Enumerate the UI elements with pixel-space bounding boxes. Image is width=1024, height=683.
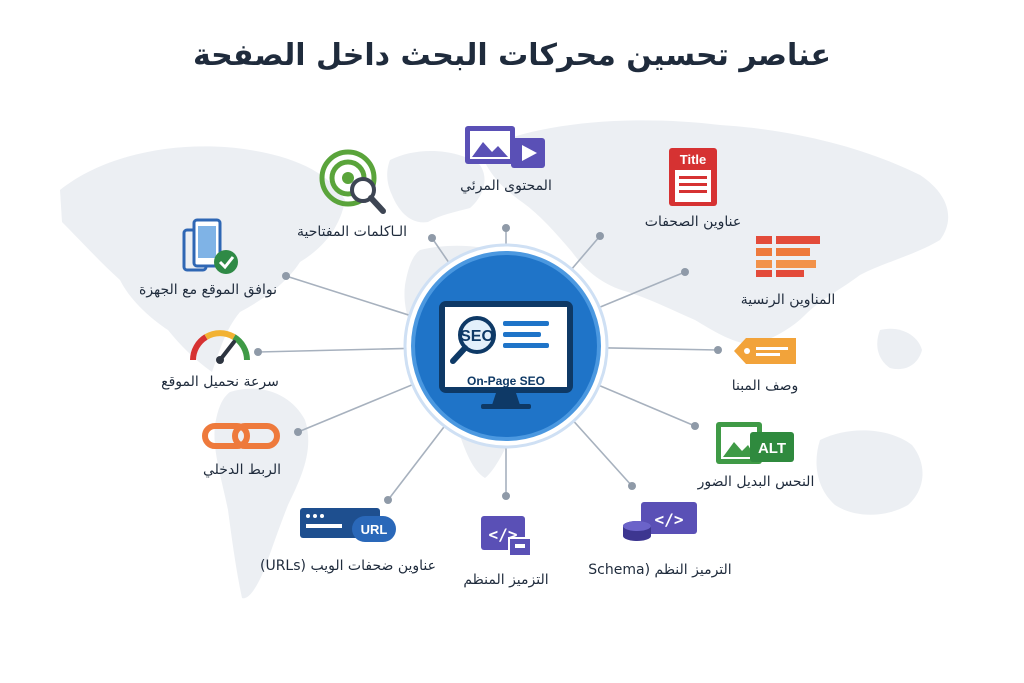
node-mobile: نوافق الموقع مع الجهزة — [118, 216, 298, 298]
target-search-icon — [319, 149, 386, 214]
node-structured-label: التزميز المنظم — [463, 572, 549, 588]
url-icon-text: URL — [361, 522, 388, 537]
page-title: عناصر تحسين محركات البحث داخل الصفحة — [192, 38, 831, 73]
node-links-label: الربط الدخلي — [203, 462, 281, 478]
node-headings: المناوين الرنسية — [713, 234, 863, 308]
node-meta-label: وصف المبنا — [731, 378, 799, 394]
node-schema: </> الترميز النظم (Schema — [580, 498, 740, 578]
schema-code-icon: </> — [623, 502, 697, 541]
tag-icon — [734, 338, 796, 364]
title-document-icon: Title — [669, 148, 717, 206]
image-video-icon — [465, 126, 545, 168]
node-titles-label: عناوين الصحفات — [644, 214, 742, 230]
node-structured: </> التزميز المنظم — [446, 514, 566, 588]
headings-list-icon — [756, 236, 820, 277]
on-page-seo-hub: SEO On-Page SEO — [403, 243, 609, 449]
node-media-label: المحتوى المرئي — [460, 178, 552, 194]
node-schema-label: الترميز النظم (Schema — [588, 562, 732, 578]
code-icon: </> — [481, 516, 532, 557]
node-speed: سرعة نحميل الموقع — [140, 326, 300, 390]
node-speed-label: سرعة نحميل الموقع — [161, 374, 279, 390]
node-alt-label: النحس البديل الضور — [697, 474, 815, 490]
node-alt: ALT النحس البديل الضور — [686, 420, 826, 490]
alt-icon-text: ALT — [758, 440, 786, 457]
mobile-devices-icon — [182, 218, 238, 274]
title-icon-text: Title — [680, 152, 707, 167]
node-keywords-label: الـاكلمات المفتاحية — [296, 224, 408, 240]
node-mobile-label: نوافق الموقع مع الجهزة — [138, 282, 278, 298]
node-links: الربط الدخلي — [182, 420, 302, 478]
node-keywords: الـاكلمات المفتاحية — [282, 148, 422, 240]
node-urls-label: عناوين ضحفات الويب (URLs) — [259, 558, 436, 574]
node-titles: Title عناوين الصحفات — [623, 146, 763, 230]
svg-text:</>: </> — [655, 510, 684, 529]
node-urls: URL عناوين ضحفات الويب (URLs) — [248, 504, 448, 574]
node-meta: وصف المبنا — [700, 334, 830, 394]
speedometer-icon — [190, 330, 250, 364]
hub-caption: On-Page SEO — [467, 374, 545, 388]
alt-image-icon: ALT — [716, 422, 794, 464]
chain-link-icon — [202, 423, 280, 449]
node-headings-label: المناوين الرنسية — [740, 292, 836, 308]
node-media: المحتوى المرئي — [436, 124, 576, 194]
hub-seo-text: SEO — [460, 328, 494, 345]
url-browser-icon: URL — [300, 508, 396, 542]
